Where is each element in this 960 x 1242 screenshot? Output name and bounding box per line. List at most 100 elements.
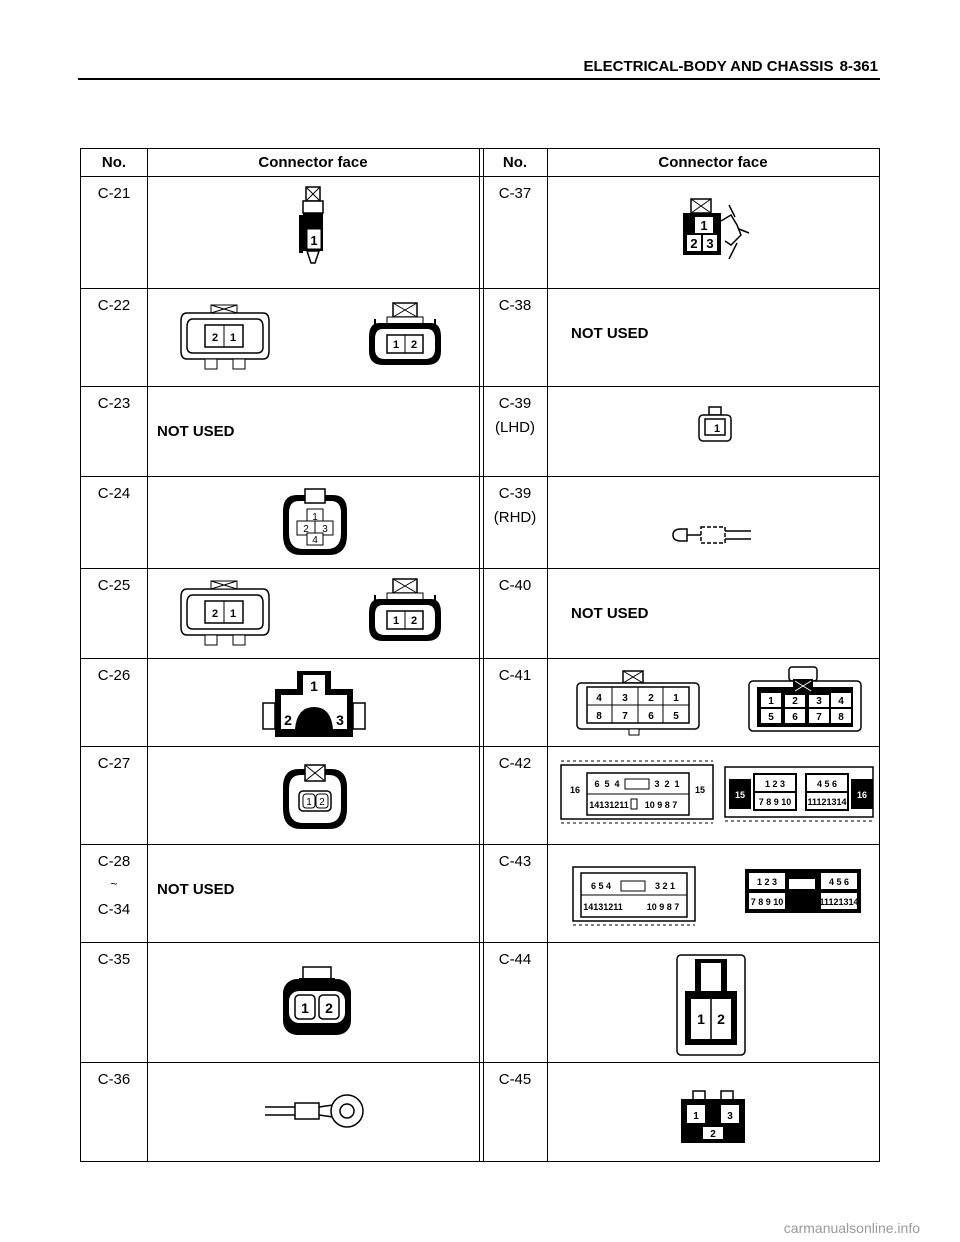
connector-face-c41-a: 4 3 2 1 8 7 6 5 bbox=[576, 670, 700, 736]
svg-text:4: 4 bbox=[596, 693, 602, 704]
svg-text:2: 2 bbox=[710, 1129, 716, 1140]
svg-text:11121314: 11121314 bbox=[807, 797, 846, 807]
svg-text:16: 16 bbox=[570, 785, 580, 795]
svg-text:3: 3 bbox=[622, 693, 628, 704]
connector-face-c44: 1 2 bbox=[676, 954, 746, 1056]
table-row: C-24 1 2 3 4 C-39 (RHD) bbox=[81, 477, 879, 569]
svg-text:6: 6 bbox=[648, 711, 654, 722]
connector-face-c35: 1 2 bbox=[283, 966, 351, 1035]
connector-face-c36 bbox=[265, 1094, 364, 1128]
table-row: C-21 1 C-37 1 2 3 bbox=[81, 177, 879, 289]
svg-text:2: 2 bbox=[319, 797, 325, 808]
svg-text:7 8 9 10: 7 8 9 10 bbox=[751, 897, 784, 907]
svg-text:1: 1 bbox=[312, 512, 318, 523]
watermark: carmanualsonline.info bbox=[783, 1220, 920, 1236]
row-no-left: C-25 bbox=[97, 577, 131, 594]
svg-text:15: 15 bbox=[735, 790, 745, 800]
svg-text:14131211: 14131211 bbox=[583, 902, 623, 912]
svg-text:1: 1 bbox=[673, 693, 679, 704]
svg-text:8: 8 bbox=[596, 711, 602, 722]
row-no-right: C-37 bbox=[498, 185, 532, 202]
svg-text:5: 5 bbox=[673, 711, 679, 722]
not-used-label: NOT USED bbox=[571, 325, 649, 342]
header-title: ELECTRICAL-BODY AND CHASSIS bbox=[583, 58, 834, 75]
connector-face-c22-a: 2 1 bbox=[180, 304, 270, 370]
svg-text:4: 4 bbox=[312, 535, 318, 546]
table-row: C-35 1 2 C-44 1 2 bbox=[81, 943, 879, 1063]
row-no-right: C-43 bbox=[498, 853, 532, 870]
svg-text:1: 1 bbox=[700, 218, 707, 233]
row-no-left: C-26 bbox=[97, 667, 131, 684]
table-header-row: No. Connector face No. Connector face bbox=[81, 149, 879, 177]
svg-text:2: 2 bbox=[690, 236, 697, 251]
row-no-left: C-23 bbox=[97, 395, 131, 412]
header-no-left: No. bbox=[101, 154, 127, 171]
svg-text:8: 8 bbox=[838, 712, 844, 723]
header-face-left: Connector face bbox=[258, 154, 368, 171]
not-used-label: NOT USED bbox=[157, 881, 235, 898]
row-no-left: C-36 bbox=[97, 1071, 131, 1088]
svg-text:1 2 3: 1 2 3 bbox=[765, 779, 785, 789]
connector-face-c24: 1 2 3 4 bbox=[283, 488, 347, 555]
row-no-right: C-42 bbox=[498, 755, 532, 772]
svg-text:2: 2 bbox=[717, 1011, 725, 1027]
svg-text:2: 2 bbox=[411, 615, 417, 627]
row-no-left-end: C-34 bbox=[97, 901, 131, 918]
svg-text:3: 3 bbox=[706, 236, 713, 251]
connector-face-c43-a: 6 5 4 3 2 1 14131211 10 9 8 7 bbox=[572, 866, 696, 926]
svg-text:7: 7 bbox=[816, 712, 822, 723]
svg-text:1: 1 bbox=[306, 797, 312, 808]
svg-text:1: 1 bbox=[674, 779, 679, 789]
row-no-left: C-22 bbox=[97, 297, 131, 314]
svg-text:5: 5 bbox=[768, 712, 774, 723]
svg-text:11121314: 11121314 bbox=[819, 897, 858, 907]
svg-text:1: 1 bbox=[768, 696, 774, 707]
row-no-right: C-39 bbox=[498, 485, 532, 502]
svg-text:2: 2 bbox=[664, 779, 669, 789]
svg-text:3: 3 bbox=[654, 779, 659, 789]
row-no-right-variant: (RHD) bbox=[493, 509, 537, 526]
row-no-right: C-38 bbox=[498, 297, 532, 314]
connector-face-c42-b: 15 16 1 2 3 7 8 9 10 4 5 6 11121314 bbox=[724, 766, 874, 822]
connector-face-c22-b: 1 2 bbox=[369, 302, 441, 365]
row-no-right: C-44 bbox=[498, 951, 532, 968]
table-row: C-28 ~ C-34 NOT USED C-43 6 5 4 3 2 1 14… bbox=[81, 845, 879, 943]
table-row: C-36 C-45 1 3 2 bbox=[81, 1063, 879, 1163]
column-divider-center bbox=[479, 149, 480, 1161]
svg-text:1: 1 bbox=[230, 608, 236, 620]
svg-text:1: 1 bbox=[230, 332, 236, 344]
svg-text:5: 5 bbox=[604, 779, 609, 789]
connector-face-c25-a: 2 1 bbox=[180, 580, 270, 646]
connector-face-c39-rhd bbox=[672, 526, 751, 544]
connector-table: No. Connector face No. Connector face C-… bbox=[80, 148, 880, 1162]
svg-text:1: 1 bbox=[393, 615, 399, 627]
header-face-right: Connector face bbox=[658, 154, 768, 171]
svg-text:3: 3 bbox=[336, 712, 344, 728]
connector-face-c41-b: 1 2 3 4 5 6 7 8 bbox=[748, 666, 862, 732]
svg-text:2: 2 bbox=[325, 1000, 333, 1016]
row-no-left: C-27 bbox=[97, 755, 131, 772]
svg-text:1 2 3: 1 2 3 bbox=[757, 877, 777, 887]
svg-text:14131211: 14131211 bbox=[589, 800, 629, 810]
not-used-label: NOT USED bbox=[157, 423, 235, 440]
svg-text:2: 2 bbox=[411, 339, 417, 351]
connector-face-c43-b: 1 2 3 7 8 9 10 4 5 6 11121314 bbox=[745, 869, 861, 913]
svg-text:1: 1 bbox=[693, 1111, 699, 1122]
svg-text:6 5 4: 6 5 4 bbox=[591, 881, 611, 891]
row-no-right-variant: (LHD) bbox=[495, 419, 535, 436]
svg-text:1: 1 bbox=[301, 1000, 309, 1016]
svg-text:3: 3 bbox=[322, 524, 328, 535]
table-row: C-22 2 1 1 2 C-38 NOT USED bbox=[81, 289, 879, 387]
svg-text:10 9 8 7: 10 9 8 7 bbox=[647, 902, 680, 912]
row-no-right: C-41 bbox=[498, 667, 532, 684]
connector-face-c27: 1 2 bbox=[283, 764, 347, 829]
svg-text:1: 1 bbox=[697, 1011, 705, 1027]
connector-face-c42-a: 16 15 6 5 4 3 2 1 14131211 10 9 8 7 bbox=[560, 760, 714, 824]
column-divider bbox=[147, 149, 148, 1161]
svg-text:2: 2 bbox=[792, 696, 798, 707]
row-range-tilde: ~ bbox=[110, 877, 118, 891]
svg-text:4: 4 bbox=[838, 696, 844, 707]
connector-face-c45: 1 3 2 bbox=[681, 1090, 745, 1143]
svg-text:7 8 9 10: 7 8 9 10 bbox=[759, 797, 792, 807]
row-no-left: C-35 bbox=[97, 951, 131, 968]
